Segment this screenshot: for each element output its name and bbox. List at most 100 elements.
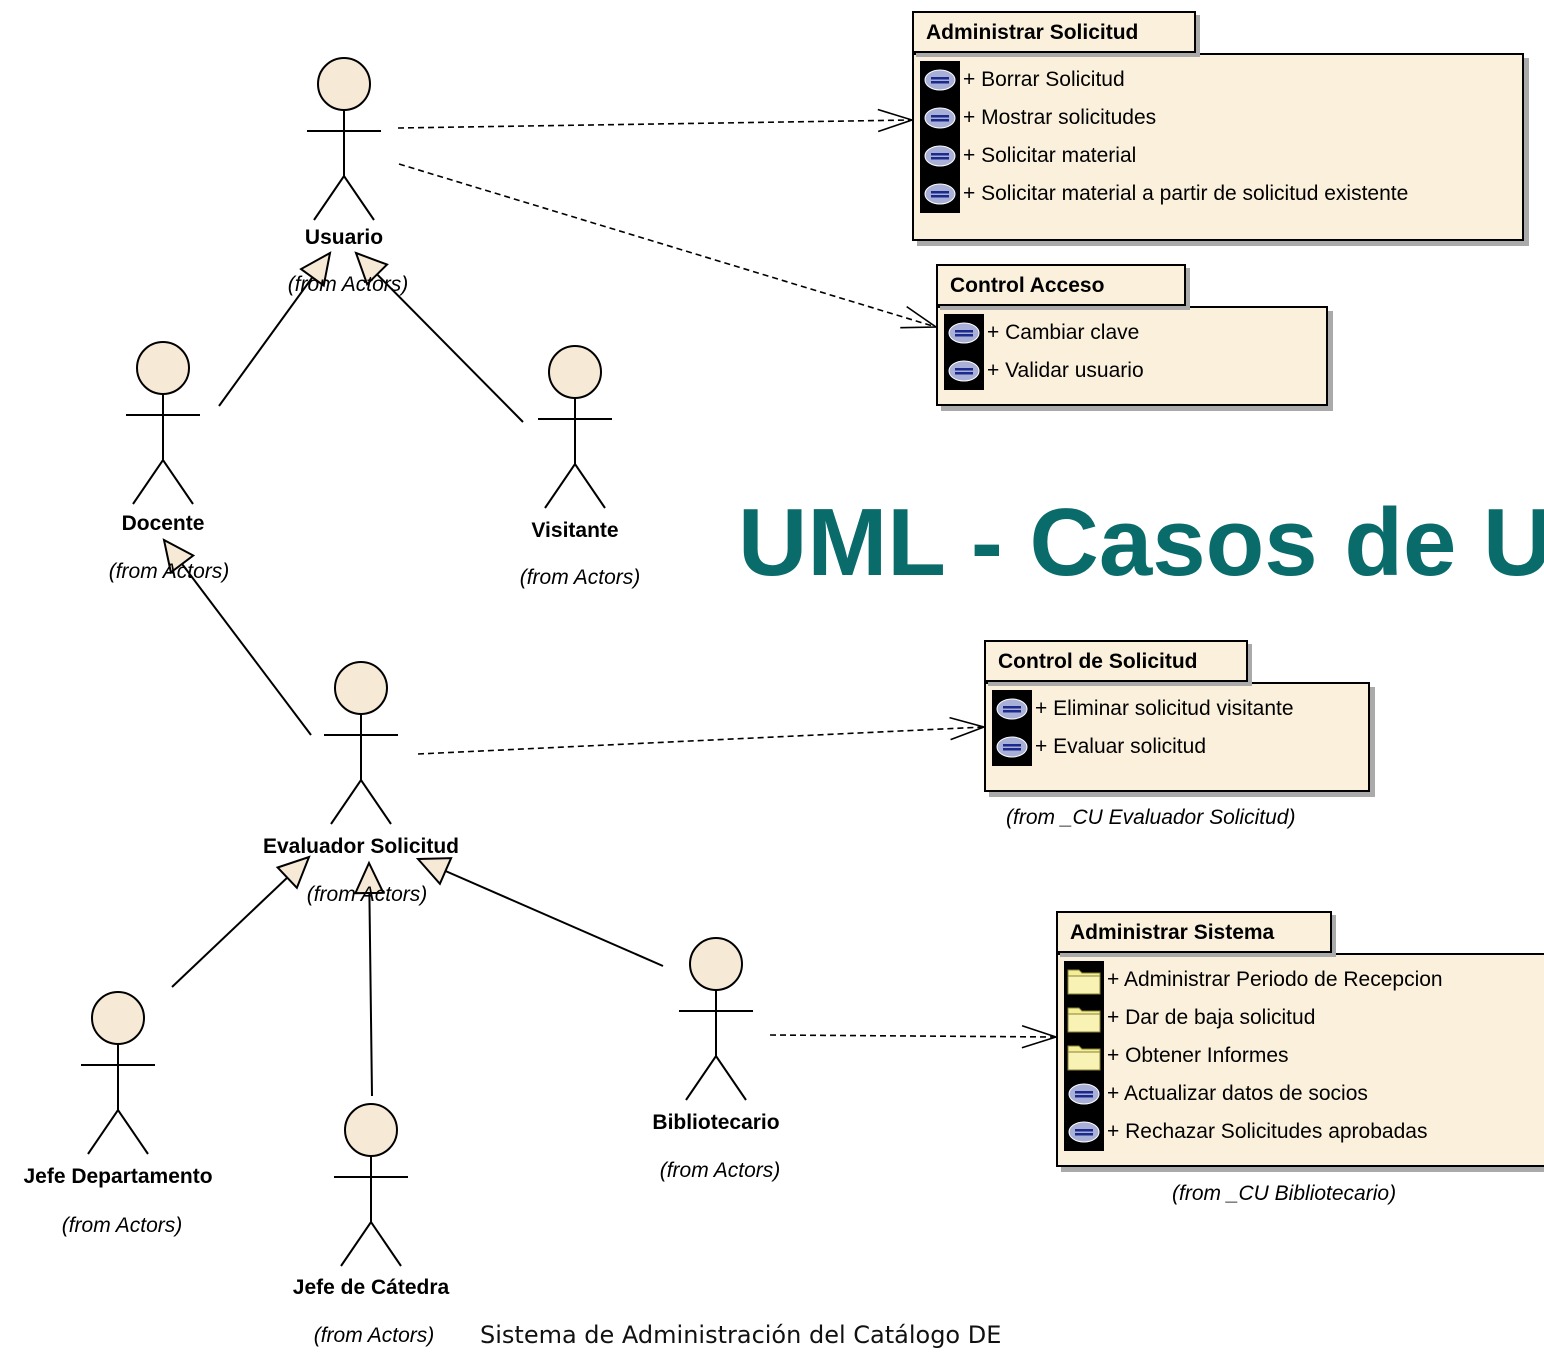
package-operations: + Administrar Periodo de Recepcion + Dar …	[1056, 953, 1544, 1167]
actor-name-jefe_catedra: Jefe de Cátedra	[292, 1276, 450, 1299]
actor-source-visitante: (from Actors)	[519, 566, 641, 589]
generalization-arrowhead	[162, 538, 196, 575]
actor-head	[689, 937, 743, 991]
package-operations: + Cambiar clave + Validar usuario	[936, 306, 1328, 406]
operation-item: + Borrar Solicitud	[920, 61, 1125, 99]
operation-label: + Solicitar material a partir de solicit…	[963, 182, 1409, 205]
package-operations: + Borrar Solicitud + Mostrar solicitudes +…	[912, 53, 1524, 241]
operation-label: + Dar de baja solicitud	[1107, 1006, 1316, 1029]
operation-item: + Rechazar Solicitudes aprobadas	[1064, 1113, 1427, 1151]
operation-label: + Borrar Solicitud	[963, 68, 1125, 91]
dependency-usuario-to-administrar_solicitud	[397, 119, 913, 129]
actor-name-visitante: Visitante	[531, 519, 619, 542]
actor-head	[136, 341, 190, 395]
operation-item: + Mostrar solicitudes	[920, 99, 1156, 137]
actor-legs	[313, 174, 375, 221]
actors-layer	[81, 57, 753, 1267]
operation-icon	[920, 175, 960, 213]
operation-item: + Solicitar material a partir de solicit…	[920, 175, 1408, 213]
operation-icon	[992, 728, 1032, 766]
operation-item: + Eliminar solicitud visitante	[992, 690, 1294, 728]
actor-head	[548, 345, 602, 399]
operation-item: + Dar de baja solicitud	[1064, 999, 1315, 1037]
actor-head	[91, 991, 145, 1045]
actor-head	[344, 1103, 398, 1157]
generalization-arrowhead	[275, 855, 311, 890]
actor-source-docente: (from Actors)	[108, 560, 230, 583]
operation-label: + Actualizar datos de socios	[1107, 1082, 1368, 1105]
operation-item: + Solicitar material	[920, 137, 1136, 175]
actor-figure-jefe_catedra	[334, 1103, 408, 1267]
operation-icon	[920, 137, 960, 175]
generalization-jefe_catedra-to-evaluador	[368, 862, 373, 1097]
dependency-arrowhead	[949, 716, 987, 741]
dependency-usuario-to-control_acceso	[398, 163, 937, 328]
actor-name-bibliotecario: Bibliotecario	[652, 1111, 780, 1134]
package-name: Control de Solicitud	[984, 640, 1248, 682]
dependency-bibliotecario-to-administrar_sistema	[769, 1034, 1057, 1038]
actor-legs	[132, 458, 194, 505]
actor-figure-evaluador	[324, 661, 398, 825]
slide-footer: Sistema de Administración del Catálogo D…	[480, 1321, 1002, 1349]
actor-legs	[330, 778, 392, 825]
actor-legs	[340, 1220, 402, 1267]
generalization-arrowhead	[354, 251, 389, 286]
package-operations: + Eliminar solicitud visitante + Evaluar …	[984, 682, 1370, 792]
actor-figure-docente	[126, 341, 200, 505]
operation-item: + Administrar Periodo de Recepcion	[1064, 961, 1443, 999]
folder-icon	[1064, 1037, 1104, 1075]
package-source: (from _CU Evaluador Solicitud)	[1006, 806, 1296, 829]
operation-item: + Cambiar clave	[944, 314, 1139, 352]
operation-icon	[920, 61, 960, 99]
actor-figure-jefe_departamento	[81, 991, 155, 1155]
operation-icon	[920, 99, 960, 137]
actor-name-docente: Docente	[121, 512, 205, 535]
generalization-arrowhead	[299, 251, 332, 288]
operation-label: + Rechazar Solicitudes aprobadas	[1107, 1120, 1428, 1143]
operation-label: + Obtener Informes	[1107, 1044, 1289, 1067]
slide-title: UML - Casos de U	[738, 489, 1544, 596]
package-name: Administrar Sistema	[1056, 911, 1332, 953]
generalization-jefe_departamento-to-evaluador	[171, 856, 310, 988]
dependency-arrowhead	[900, 305, 939, 329]
operation-icon	[1064, 1075, 1104, 1113]
actor-head	[334, 661, 388, 715]
operation-label: + Administrar Periodo de Recepcion	[1107, 968, 1443, 991]
actor-source-jefe_catedra: (from Actors)	[313, 1324, 435, 1347]
operation-label: + Eliminar solicitud visitante	[1035, 697, 1294, 720]
generalization-docente-to-usuario	[218, 252, 331, 407]
folder-icon	[1064, 999, 1104, 1037]
actor-source-evaluador: (from Actors)	[306, 883, 428, 906]
operation-item: + Evaluar solicitud	[992, 728, 1206, 766]
operation-icon	[992, 690, 1032, 728]
actor-legs	[544, 462, 606, 509]
actor-name-usuario: Usuario	[304, 226, 384, 249]
package-name: Administrar Solicitud	[912, 11, 1196, 53]
operation-label: + Cambiar clave	[987, 321, 1140, 344]
generalization-visitante-to-usuario	[355, 252, 524, 423]
operation-item: + Validar usuario	[944, 352, 1144, 390]
operation-icon	[944, 352, 984, 390]
operation-item: + Actualizar datos de socios	[1064, 1075, 1368, 1113]
generalization-arrowhead	[415, 857, 453, 886]
operation-item: + Obtener Informes	[1064, 1037, 1289, 1075]
actor-source-bibliotecario: (from Actors)	[659, 1159, 781, 1182]
actor-name-jefe_departamento: Jefe Departamento	[23, 1165, 213, 1188]
operation-label: + Validar usuario	[987, 359, 1144, 382]
actor-source-usuario: (from Actors)	[287, 273, 409, 296]
operation-label: + Evaluar solicitud	[1035, 735, 1207, 758]
operation-label: + Solicitar material	[963, 144, 1137, 167]
operation-label: + Mostrar solicitudes	[963, 106, 1157, 129]
actor-source-jefe_departamento: (from Actors)	[61, 1214, 183, 1237]
operation-icon	[1064, 1113, 1104, 1151]
actor-figure-usuario	[307, 57, 381, 221]
folder-icon	[1064, 961, 1104, 999]
package-name: Control Acceso	[936, 264, 1186, 306]
actor-legs	[685, 1054, 747, 1101]
actor-figure-bibliotecario	[679, 937, 753, 1101]
operation-icon	[944, 314, 984, 352]
generalization-bibliotecario-to-evaluador	[417, 858, 664, 967]
actor-legs	[87, 1108, 149, 1155]
actor-figure-visitante	[538, 345, 612, 509]
